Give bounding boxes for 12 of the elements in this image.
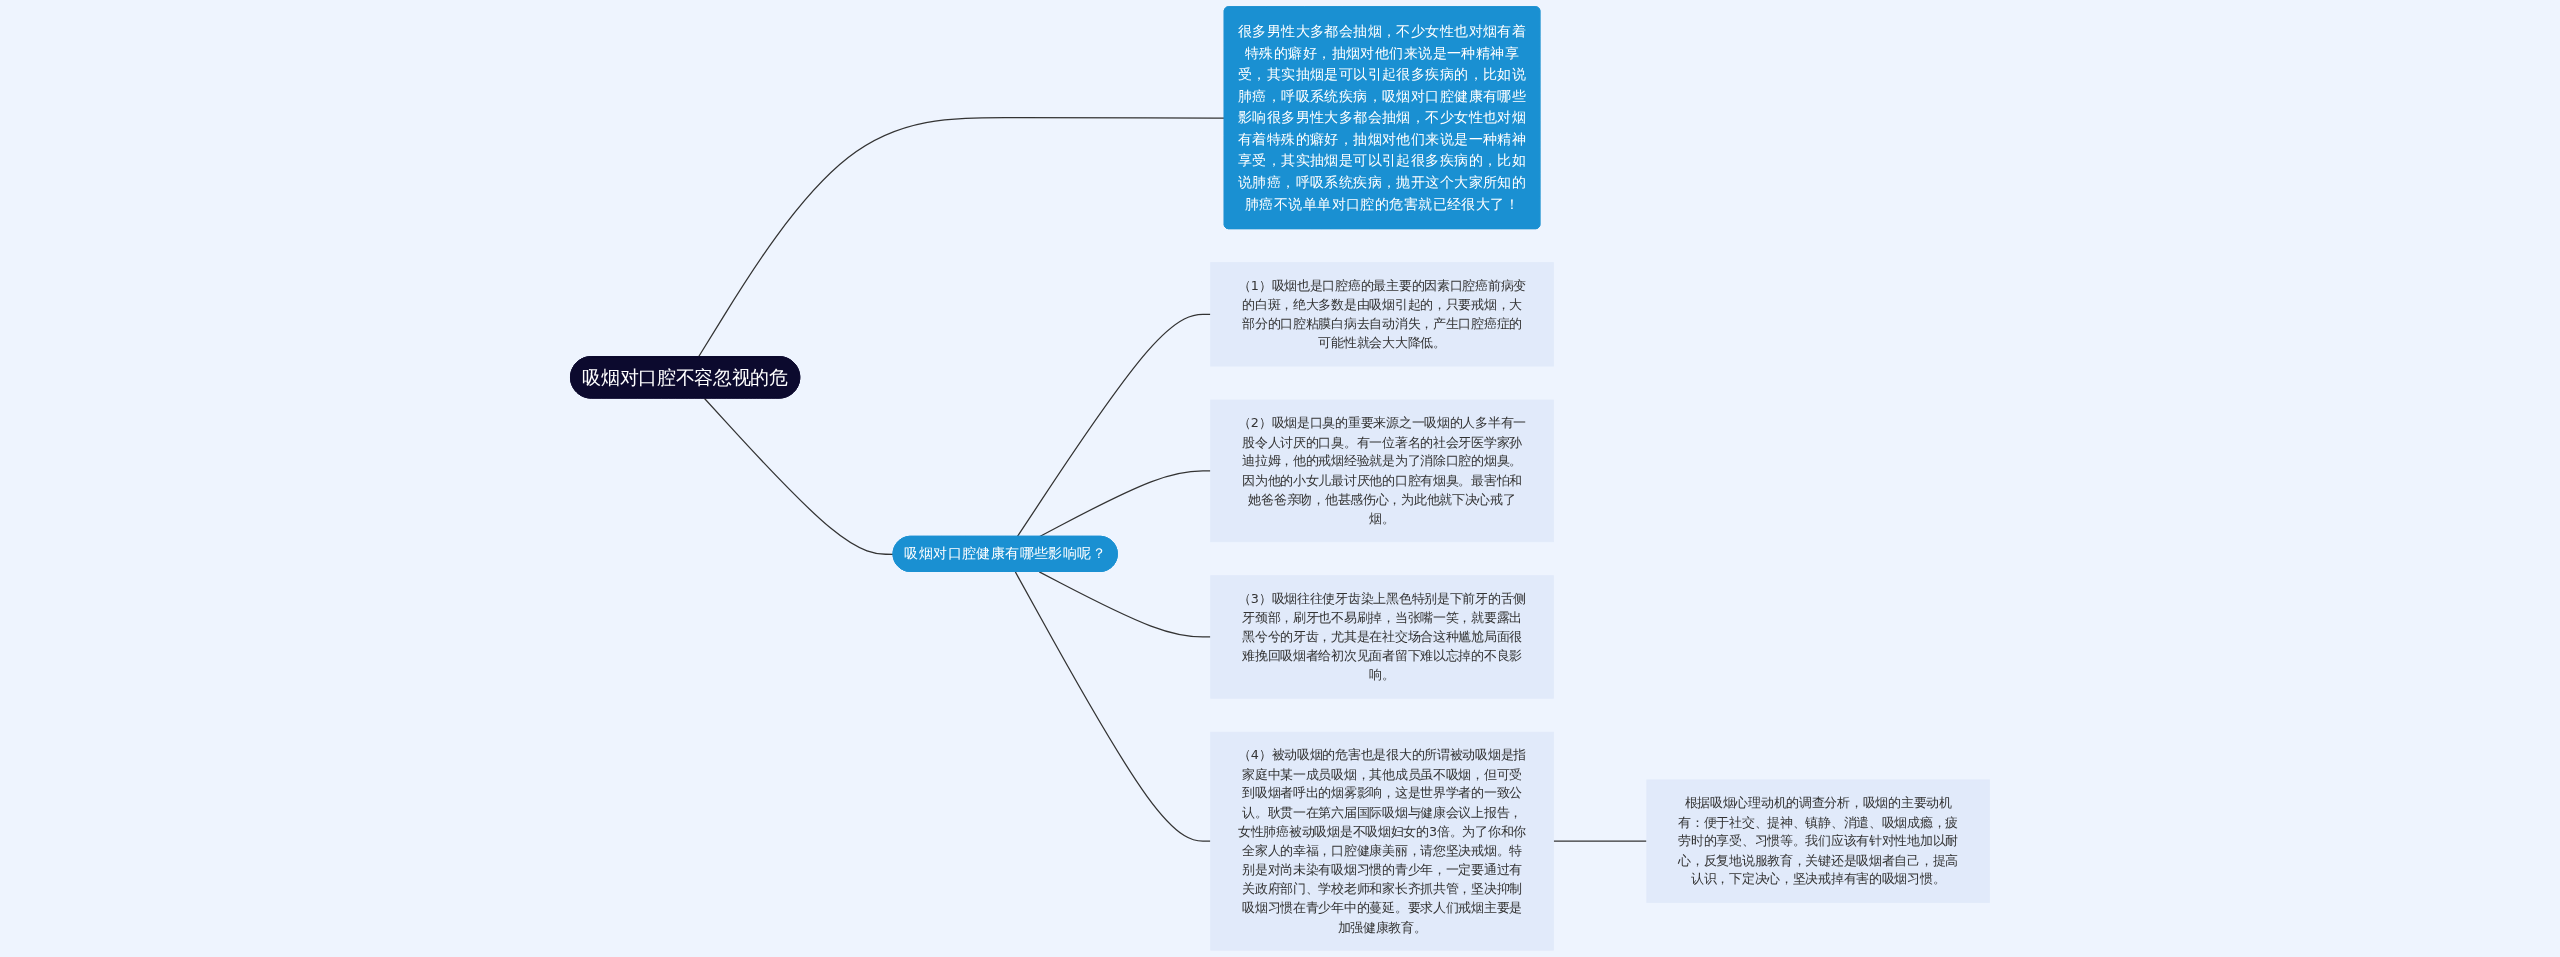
connector: [1552, 840, 1648, 842]
connector: [1014, 571, 1212, 842]
connector: [703, 397, 895, 555]
node-box: （3）吸烟往往使牙齿染上黑色特别是下前牙的舌侧牙颈部，刷牙也不易刷掉，当张嘴一笑，就要露出黑兮兮的牙齿，尤其是在社交场合这种尴尬局面很难挽回吸烟者给初次见面者留下难以忘掉的不良影响。: [1210, 575, 1554, 699]
node-box: （4）被动吸烟的危害也是很大的所谓被动吸烟是指家庭中某一成员吸烟，其他成员虽不吸烟，但可受到吸烟者呼出的烟雾影响，这是世界学者的一致公认。耿贯一在第六届国际吸烟与健康会议上报告，女性肺癌被动吸烟是不吸烟妇女的3倍。为了你和你全家人的幸福，口腔健康美丽，请您坚决戒烟。特别是对尚未染有吸烟习惯的青少年，一定要通过有关政府部门、学校老师和家长齐抓共管，坚决抑制吸烟习惯在青少年中的蔓延。要求人们戒烟主要是加强健康教育。: [1210, 731, 1554, 951]
connector: [697, 117, 1226, 358]
node-box: （1）吸烟也是口腔癌的最主要的因素口腔癌前病变的白斑，绝大多数是由吸烟引起的，只要戒烟，大部分的口腔粘膜白病去自动消失，产生口腔癌症的可能性就会大大降低。: [1210, 262, 1554, 367]
node-box: （2）吸烟是口臭的重要来源之一吸烟的人多半有一股令人讨厌的口臭。有一位著名的社会牙医学家孙迪拉姆，他的戒烟经验就是为了消除口腔的烟臭。因为他的小女儿最讨厌他的口腔有烟臭。最害怕和她爸爸亲吻，他甚感伤心，为此他就下决心戒了烟。: [1210, 399, 1554, 543]
connector: [1038, 470, 1212, 538]
node-box: 根据吸烟心理动机的调查分析，吸烟的主要动机有：便于社交、提神、镇静、消遣、吸烟成瘾，疲劳时的享受、习惯等。我们应该有针对性地加以耐心，反复地说服教育，关键还是吸烟者自己，提高认识，下定决心，坚决戒掉有害的吸烟习惯。: [1646, 779, 1990, 903]
connector: [1016, 313, 1212, 538]
connector: [1038, 571, 1212, 638]
